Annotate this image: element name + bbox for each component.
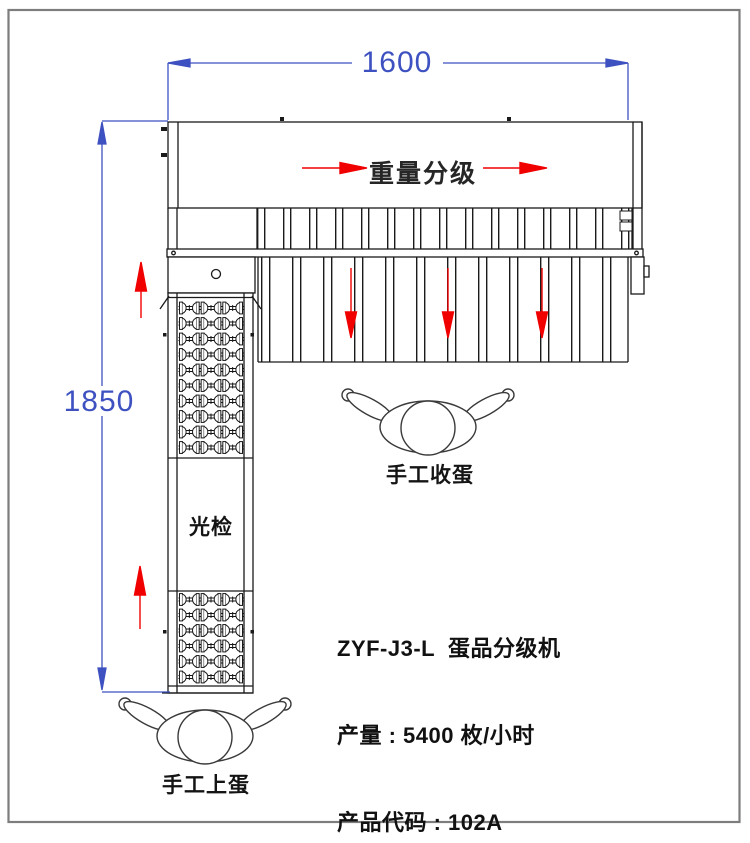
- width-dimension-line: [167, 58, 629, 120]
- height-dimension-label: 1850: [63, 385, 135, 418]
- right-end-bracket: [630, 256, 650, 295]
- flow-arrow-down-icon-1: [344, 268, 358, 339]
- flow-arrow-right-icon-1: [302, 161, 368, 175]
- collection-deck: [257, 257, 629, 363]
- manual-load-label: 手工上蛋: [162, 774, 250, 797]
- spec-code-line: 产品代码 : 102A: [337, 810, 503, 835]
- flow-arrow-down-icon-3: [535, 268, 549, 339]
- weight-grading-label: 重量分级: [368, 160, 477, 188]
- flow-arrow-right-icon-2: [483, 161, 548, 175]
- flow-arrows: [133, 161, 549, 629]
- dimension-lines: [97, 58, 629, 693]
- manual-collect-label: 手工收蛋: [386, 464, 474, 487]
- spec-output-line: 产量 : 5400 枚/小时: [337, 723, 535, 748]
- flow-arrow-up-icon-1: [134, 261, 148, 318]
- height-dimension-line: [97, 120, 170, 693]
- width-dimension-label: 1600: [361, 46, 433, 79]
- light-inspection-label: 光检: [189, 516, 233, 539]
- spec-model-line: ZYF-J3-L 蛋品分级机: [337, 636, 561, 661]
- corner-transfer-box: [167, 256, 256, 294]
- drawing-frame-border: [7, 8, 741, 824]
- worker-load-icon: [118, 695, 292, 765]
- grading-machine-body: [159, 117, 650, 694]
- machine-cross-rail: [166, 248, 644, 258]
- flow-arrow-down-icon-2: [441, 268, 455, 339]
- weigher-comb-deck: [257, 208, 632, 249]
- spec-block: ZYF-J3-L 蛋品分级机 产量 : 5400 枚/小时 产品代码 : 102…: [337, 576, 560, 843]
- flow-arrow-up-icon-2: [133, 565, 147, 629]
- worker-collect-icon: [341, 386, 515, 456]
